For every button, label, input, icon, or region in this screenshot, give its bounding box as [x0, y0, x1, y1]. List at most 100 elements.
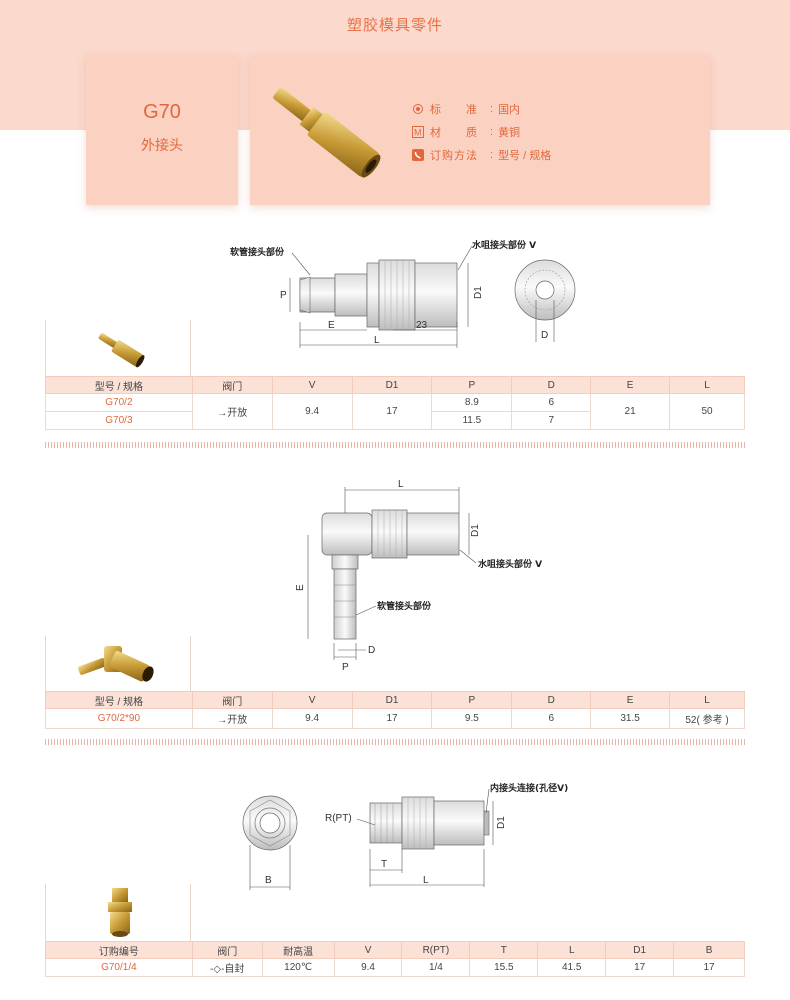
product-info-card: 标 准 : 国内 M 材 质 : 黄铜 订购方法 : 型号 / 规格: [250, 55, 710, 205]
col-header: 型号 / 规格: [45, 691, 193, 709]
spec-table-2: 型号 / 规格 阀门 V D1 P D E L G70/2*90 →开放 9.4…: [45, 691, 745, 729]
col-header: L: [669, 691, 745, 709]
product-photo: [108, 888, 132, 937]
drawing-g70-thread: B T L D1 R(PT) 内接头连接(孔径V): [242, 782, 568, 890]
product-photo: [78, 646, 154, 682]
col-header: D1: [351, 691, 433, 709]
dim-23: 23: [416, 320, 428, 331]
prop-value: 型号 / 规格: [498, 150, 552, 162]
phone-icon: [412, 149, 424, 161]
dim-d: D: [541, 330, 548, 341]
label-inner-joint: 内接头连接(孔径V): [490, 782, 568, 794]
d-cell: 6: [511, 393, 592, 412]
d1-cell: 17: [605, 958, 675, 977]
valve-closed-icon: -◇-: [210, 964, 225, 975]
prop-order: 订购方法 : 型号 / 规格: [412, 147, 551, 163]
col-header: 阀门: [191, 691, 273, 709]
col-header: D1: [605, 941, 675, 959]
dim-d1: D1: [470, 524, 481, 537]
material-icon: M: [412, 126, 424, 138]
col-header: 订购编号: [45, 941, 193, 959]
col-header: L: [537, 941, 607, 959]
col-header: E: [590, 376, 671, 394]
model-cell: G70/3: [45, 411, 193, 430]
product-photo: [273, 87, 381, 178]
dim-b: B: [265, 875, 272, 886]
dim-p: P: [280, 290, 287, 301]
standard-icon: [412, 103, 424, 115]
table-row: G70/2*90 →开放 9.4 17 9.5 6 31.5 52( 参考 ): [45, 708, 745, 729]
label-hose-part: 软管接头部份: [377, 600, 432, 612]
drawing-g70-elbow: L D1 E P D 水咀接头部份 V 软管接头部份: [295, 479, 542, 673]
spec-table-1: 型号 / 规格 阀门 V D1 P D E L G70/2 →开放 9.4 17…: [45, 376, 745, 430]
section2-photo-row: [45, 636, 745, 691]
photo-cell: [45, 884, 191, 941]
v-cell: 9.4: [271, 708, 353, 729]
col-header: B: [673, 941, 745, 959]
model-cell: G70/1/4: [45, 958, 193, 977]
product-photo: [98, 333, 145, 368]
temp-cell: 120℃: [261, 958, 335, 977]
dim-p: P: [342, 662, 349, 673]
model-code: G70: [143, 101, 181, 123]
prop-value: 国内: [498, 104, 521, 116]
e-cell: 21: [590, 393, 671, 430]
dim-d1: D1: [496, 816, 507, 829]
d-cell: 7: [511, 411, 592, 430]
prop-standard: 标 准 : 国内: [412, 101, 520, 117]
prop-label: 订购方法: [430, 150, 478, 162]
label-rpt: R(PT): [325, 813, 352, 824]
table-header-row: 型号 / 规格 阀门 V D1 P D E L: [45, 376, 745, 394]
photo-cell: [45, 636, 191, 691]
arrow-icon: →: [217, 408, 228, 419]
drawing-g70-straight: P E 23 L D1 软管接头部份 水咀接头部份 V D: [230, 239, 576, 348]
col-header: L: [669, 376, 745, 394]
valve-cell: -◇-自封: [191, 958, 263, 977]
p-cell: 11.5: [431, 411, 513, 430]
dim-e: E: [328, 320, 335, 331]
l-cell: 52( 参考 ): [669, 708, 745, 729]
divider: [45, 442, 745, 448]
prop-material: M 材 质 : 黄铜: [412, 126, 521, 139]
arrow-icon: →: [217, 715, 228, 726]
model-card: G70 外接头: [86, 55, 238, 205]
t-cell: 15.5: [469, 958, 539, 977]
valve-cell: →开放: [191, 708, 273, 729]
p-cell: 9.5: [431, 708, 513, 729]
spec-table-3: 订购编号 阀门 耐高温 V R(PT) T L D1 B G70/1/4 -◇-…: [45, 941, 745, 977]
e-cell: 31.5: [590, 708, 671, 729]
table-header-row: 型号 / 规格 阀门 V D1 P D E L: [45, 691, 745, 709]
v-cell: 9.4: [333, 958, 403, 977]
dim-l: L: [423, 875, 429, 886]
prop-label: 标 准: [430, 104, 478, 116]
label-hose-part: 软管接头部份: [230, 246, 285, 258]
col-header: E: [590, 691, 671, 709]
l-cell: 50: [669, 393, 745, 430]
dim-t: T: [381, 859, 387, 870]
section3-photo-row: [45, 884, 745, 941]
prop-label: 材 质: [430, 127, 478, 139]
col-header: D: [511, 376, 592, 394]
d1-cell: 17: [351, 708, 433, 729]
model-cell: G70/2*90: [45, 708, 193, 729]
table-header-row: 订购编号 阀门 耐高温 V R(PT) T L D1 B: [45, 941, 745, 959]
col-header: V: [271, 691, 353, 709]
table-row: G70/1/4 -◇-自封 120℃ 9.4 1/4 15.5 41.5 17 …: [45, 958, 745, 977]
section1-photo-row: [45, 320, 745, 376]
col-header: 阀门: [191, 376, 273, 394]
col-header: P: [431, 691, 513, 709]
dim-l: L: [398, 479, 404, 490]
col-header: V: [271, 376, 353, 394]
divider: [45, 739, 745, 745]
l-cell: 41.5: [537, 958, 607, 977]
d1-cell: 17: [351, 393, 433, 430]
col-header: D: [511, 691, 592, 709]
col-header: R(PT): [401, 941, 471, 959]
rpt-cell: 1/4: [401, 958, 471, 977]
col-header: 阀门: [191, 941, 263, 959]
col-header: 型号 / 规格: [45, 376, 193, 394]
model-cell: G70/2: [45, 393, 193, 412]
prop-value: 黄铜: [498, 127, 521, 139]
svg-text:M: M: [414, 128, 422, 138]
model-name: 外接头: [141, 137, 183, 153]
